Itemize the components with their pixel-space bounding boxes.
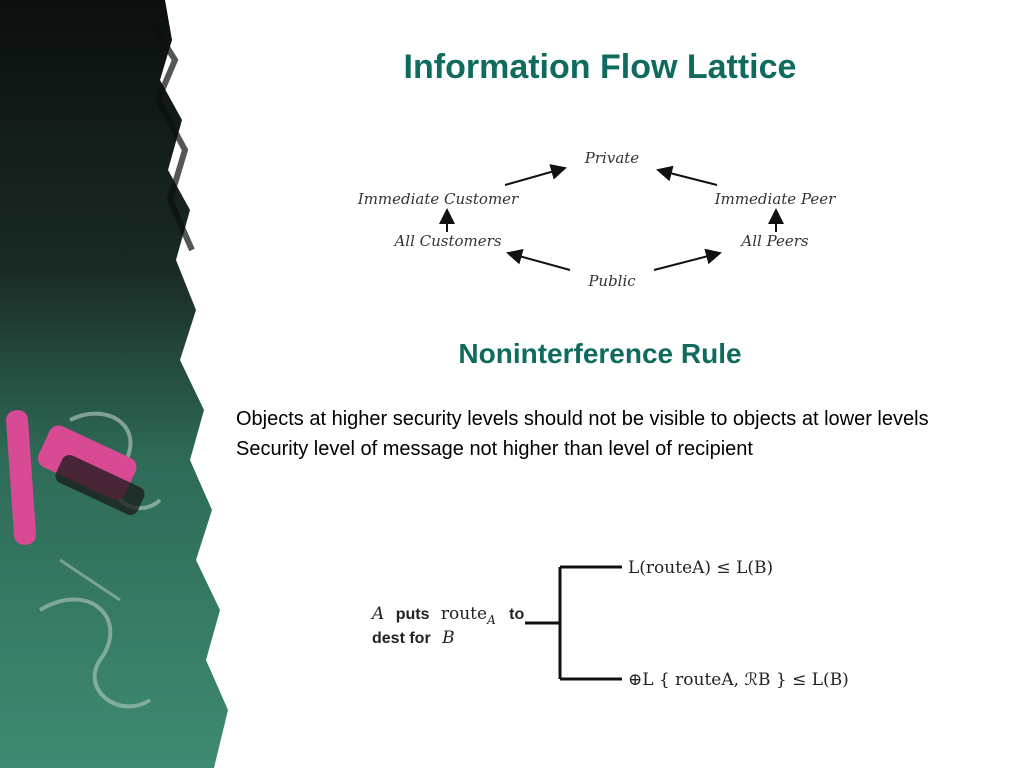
slide-title: Information Flow Lattice [403, 48, 797, 86]
premise-var-a: A [370, 604, 384, 624]
lattice-node-private: Private [584, 149, 640, 167]
premise-to: to [509, 606, 524, 623]
chalk-piece-icon [6, 410, 145, 545]
lattice-node-immediate-customer: Immediate Customer [357, 190, 519, 208]
premise-verb: puts [396, 606, 430, 623]
noninterference-rule-diagram: A puts routeA to dest for B L(routeA) ≤ … [370, 558, 849, 690]
lattice-node-public: Public [587, 272, 636, 290]
lattice-node-all-peers: All Peers [739, 232, 809, 250]
information-flow-lattice-diagram: Private Immediate Customer Immediate Pee… [357, 149, 836, 290]
bullet-item: Objects at higher security levels should… [236, 408, 929, 430]
premise-route-subscript: A [486, 613, 496, 627]
section-subtitle: Noninterference Rule [458, 338, 742, 369]
rule-premise-line1: A puts routeA to [370, 604, 524, 629]
arrow-public-to-all-customers [506, 248, 571, 271]
arrow-immediate-customer-to-private [504, 164, 567, 186]
premise-dest-for: dest for [372, 630, 431, 647]
rule-premise-line2: dest for B [372, 628, 455, 648]
rule-condition-bottom: ⊕L { routeA, ℛB } ≤ L(B) [628, 670, 849, 690]
chalkboard-decoration [0, 0, 228, 768]
rule-condition-top: L(routeA) ≤ L(B) [628, 558, 773, 578]
arrow-public-to-all-peers [653, 248, 722, 271]
premise-route: route [441, 604, 487, 624]
lattice-node-all-customers: All Customers [392, 232, 501, 250]
arrow-immediate-peer-to-private [656, 165, 718, 186]
premise-var-b: B [441, 628, 455, 648]
lattice-node-immediate-peer: Immediate Peer [714, 190, 836, 208]
bullet-item: Security level of message not higher tha… [236, 438, 753, 460]
bullet-list: Objects at higher security levels should… [236, 408, 1006, 468]
